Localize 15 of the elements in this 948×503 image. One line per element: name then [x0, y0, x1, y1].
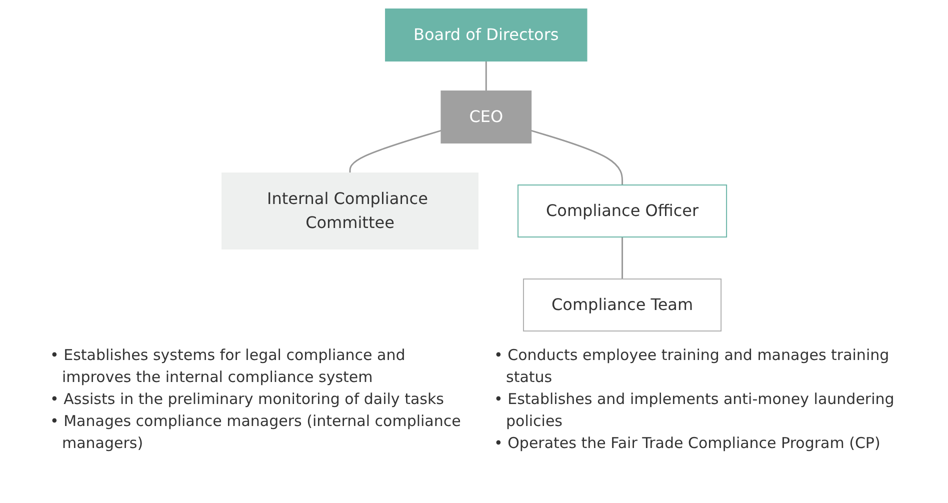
bullet-item: • Operates the Fair Trade Compliance Program (CP)	[494, 433, 882, 454]
node-box: Board of Directors	[384, 8, 587, 62]
connector	[485, 61, 487, 91]
bullet-item: • Assists in the preliminary monitoring of daily tasks	[50, 389, 445, 410]
connector	[621, 237, 623, 279]
node-box: CEO	[440, 90, 532, 144]
node-box: Compliance Team	[522, 278, 722, 332]
connector	[348, 130, 442, 173]
bullet-item: • Establishes systems for legal compliance and improves the internal compliance system	[50, 345, 406, 388]
node-box: Internal Compliance Committee	[221, 172, 478, 250]
bullet-item: • Establishes and implements anti-money laundering policies	[494, 389, 896, 432]
connector	[530, 130, 623, 185]
bullet-item: • Conducts employee training and manages training status	[494, 345, 890, 388]
bullet-item: • Manages compliance managers (internal compliance managers)	[50, 411, 462, 454]
node-box: Compliance Officer	[517, 184, 727, 238]
